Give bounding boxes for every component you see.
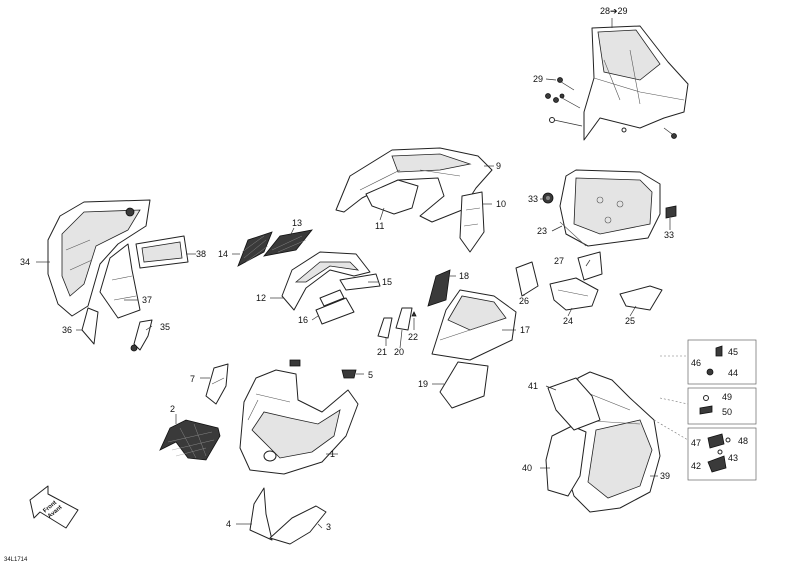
front-direction-arrow: Front Avant <box>29 485 79 529</box>
callout-7: 7 <box>190 374 195 384</box>
callout-4: 4 <box>226 519 231 529</box>
callout-44: 44 <box>728 368 738 378</box>
hardware-box-44-45-46 <box>687 339 757 385</box>
trim-25 <box>619 285 663 311</box>
callout-43: 43 <box>728 453 738 463</box>
callout-16: 16 <box>298 315 308 325</box>
bracket-21 <box>377 317 393 339</box>
screw-22 <box>411 311 417 330</box>
lower-valance <box>249 487 327 545</box>
panel-40 <box>545 425 587 497</box>
callout-9: 9 <box>496 161 501 171</box>
grommet-33 <box>542 192 677 219</box>
hardware-box-42-43-47-48 <box>687 427 757 481</box>
grille-frame-12 <box>281 251 371 311</box>
callout-35: 35 <box>160 322 170 332</box>
lens-15 <box>339 273 381 291</box>
callout-26: 26 <box>519 296 529 306</box>
callout-17: 17 <box>520 325 530 335</box>
callout-33-right: 33 <box>664 230 674 240</box>
front-bumper-1 <box>239 369 359 475</box>
callout-24: 24 <box>563 316 573 326</box>
bracket-35 <box>130 319 153 352</box>
deflector-37 <box>99 243 141 319</box>
bracket-20 <box>395 307 413 331</box>
panel-38 <box>135 235 189 269</box>
callout-20: 20 <box>394 347 404 357</box>
callout-41: 41 <box>528 381 538 391</box>
callout-14: 14 <box>218 249 228 259</box>
headlight-housing <box>559 169 661 247</box>
clip-top <box>289 359 301 367</box>
trim-27 <box>577 251 603 281</box>
drawing-code: 34L1714 <box>4 557 28 563</box>
callout-33-left: 33 <box>528 194 538 204</box>
callout-36: 36 <box>62 325 72 335</box>
windshield-fasteners <box>545 77 677 139</box>
callout-46: 46 <box>691 358 701 368</box>
callout-22: 22 <box>408 332 418 342</box>
callout-15: 15 <box>382 277 392 287</box>
hardware-box-49-50 <box>687 387 757 425</box>
callout-48: 48 <box>738 436 748 446</box>
piece-36 <box>81 307 99 345</box>
side-panel-34 <box>47 199 151 317</box>
lens-16 <box>315 289 355 325</box>
mesh-18 <box>427 269 451 307</box>
callout-12: 12 <box>256 293 266 303</box>
callout-28-29: 28➔29 <box>600 6 628 16</box>
callout-labels: 28➔29 29 9 10 11 33 23 33 27 26 24 25 13… <box>20 6 748 532</box>
hardware-dashed-leaders <box>653 355 689 441</box>
callout-45: 45 <box>728 347 738 357</box>
trim-26 <box>515 261 539 297</box>
callout-27: 27 <box>554 256 564 266</box>
callout-47: 47 <box>691 438 701 448</box>
callout-1: 1 <box>330 449 335 459</box>
callout-10: 10 <box>496 199 506 209</box>
trim-24 <box>549 277 599 311</box>
callout-19: 19 <box>418 379 428 389</box>
callout-5: 5 <box>368 370 373 380</box>
callout-34: 34 <box>20 257 30 267</box>
deflector-41 <box>547 377 601 431</box>
callout-29: 29 <box>533 74 543 84</box>
callout-40: 40 <box>522 463 532 473</box>
callout-3: 3 <box>326 522 331 532</box>
console-insert <box>365 179 419 215</box>
mesh-2 <box>159 419 221 461</box>
side-panel-17 <box>431 289 517 361</box>
callout-18: 18 <box>459 271 469 281</box>
callout-11: 11 <box>375 221 384 231</box>
callout-13: 13 <box>292 218 302 228</box>
grille-13 <box>263 229 313 257</box>
panel-19 <box>439 361 489 409</box>
callout-37: 37 <box>142 295 152 305</box>
windshield <box>583 25 689 141</box>
callout-39: 39 <box>660 471 670 481</box>
callout-49: 49 <box>722 392 732 402</box>
grille-14 <box>237 231 273 267</box>
callout-42: 42 <box>691 461 701 471</box>
side-panel-10 <box>459 191 485 253</box>
clip-5 <box>341 369 357 379</box>
callout-25: 25 <box>625 316 635 326</box>
bracket-7 <box>205 363 229 405</box>
leader-lines <box>36 18 671 529</box>
callout-21: 21 <box>377 347 387 357</box>
callout-2: 2 <box>170 404 175 414</box>
callout-23: 23 <box>537 226 547 236</box>
callout-38: 38 <box>196 249 206 259</box>
callout-50: 50 <box>722 407 732 417</box>
